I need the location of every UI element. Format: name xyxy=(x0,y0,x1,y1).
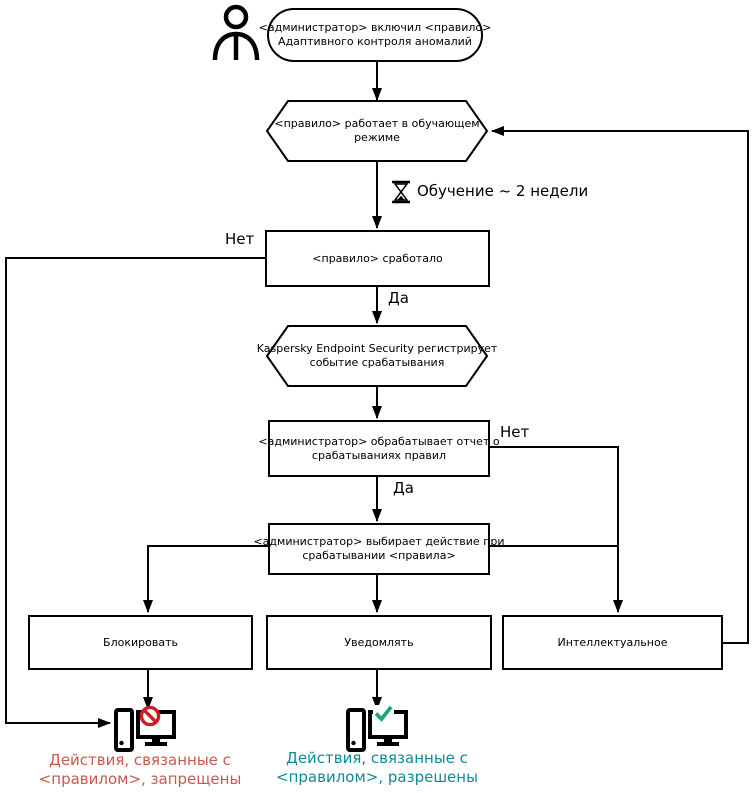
node-learning-line1: <правило> работает в обучающем xyxy=(274,117,480,130)
node-learning-mode: <правило> работает в обучающем режиме xyxy=(272,107,482,155)
edge-choose-to-block xyxy=(143,545,268,613)
node-action-notify-label: Уведомлять xyxy=(344,635,414,649)
edge-smart-loop-to-learning xyxy=(491,126,749,644)
computer-check-icon xyxy=(346,705,408,752)
node-admin-report: <администратор> обрабатывает отчет о сра… xyxy=(258,420,500,477)
hourglass-icon xyxy=(392,180,410,204)
result-blocked-text: Действия, связанные с <правилом>, запрещ… xyxy=(15,751,265,789)
node-register-line2: событие срабатывания xyxy=(309,356,445,369)
result-blocked-line2: <правилом>, запрещены xyxy=(38,770,242,788)
hexagon-learning-mode xyxy=(265,100,489,162)
label-yes-top: Да xyxy=(388,289,409,307)
edge-no-loop-to-blocked-result xyxy=(5,257,265,728)
result-allowed-line2: <правилом>, разрешены xyxy=(276,768,478,786)
node-start-line2: Адаптивного контроля аномалий xyxy=(278,35,472,48)
hexagon-register-event xyxy=(265,325,489,387)
node-start: <администратор> включил <правило> Адапти… xyxy=(259,8,491,62)
node-start-line1: <администратор> включил <правило> xyxy=(258,21,492,34)
person-icon xyxy=(212,4,260,61)
node-register-event: Kaspersky Endpoint Security регистрирует… xyxy=(257,332,498,380)
edge-report-no-to-smart xyxy=(490,446,623,613)
result-blocked-line1: Действия, связанные с xyxy=(49,751,231,769)
node-admin-choose-line2: срабатывании <правила> xyxy=(302,549,456,562)
label-no-right: Нет xyxy=(500,423,530,441)
node-register-line1: Kaspersky Endpoint Security регистрирует xyxy=(256,342,498,355)
node-action-notify: Уведомлять xyxy=(266,615,492,670)
learning-duration-label: Обучение ~ 2 недели xyxy=(417,182,589,200)
result-allowed-line1: Действия, связанные с xyxy=(286,749,468,767)
node-learning-line2: режиме xyxy=(354,131,400,144)
node-admin-report-line2: срабатываниях правил xyxy=(311,448,447,462)
node-action-smart: Интеллектуальное xyxy=(502,615,723,670)
node-action-block-label: Блокировать xyxy=(103,635,178,649)
node-admin-choose-action: <администратор> выбирает действие при ср… xyxy=(253,523,505,575)
node-admin-report-line1: <администратор> обрабатывает отчет о xyxy=(258,434,500,448)
label-no-left: Нет xyxy=(225,230,255,248)
computer-prohibited-icon xyxy=(114,705,176,752)
node-admin-choose-line1: <администратор> выбирает действие при xyxy=(253,535,505,548)
label-yes-bottom: Да xyxy=(393,479,414,497)
node-action-block: Блокировать xyxy=(28,615,253,670)
node-rule-triggered-label: <правило> сработало xyxy=(312,251,443,265)
result-allowed-text: Действия, связанные с <правилом>, разреш… xyxy=(262,749,492,787)
node-action-smart-label: Интеллектуальное xyxy=(557,635,668,649)
node-rule-triggered: <правило> сработало xyxy=(265,230,490,287)
